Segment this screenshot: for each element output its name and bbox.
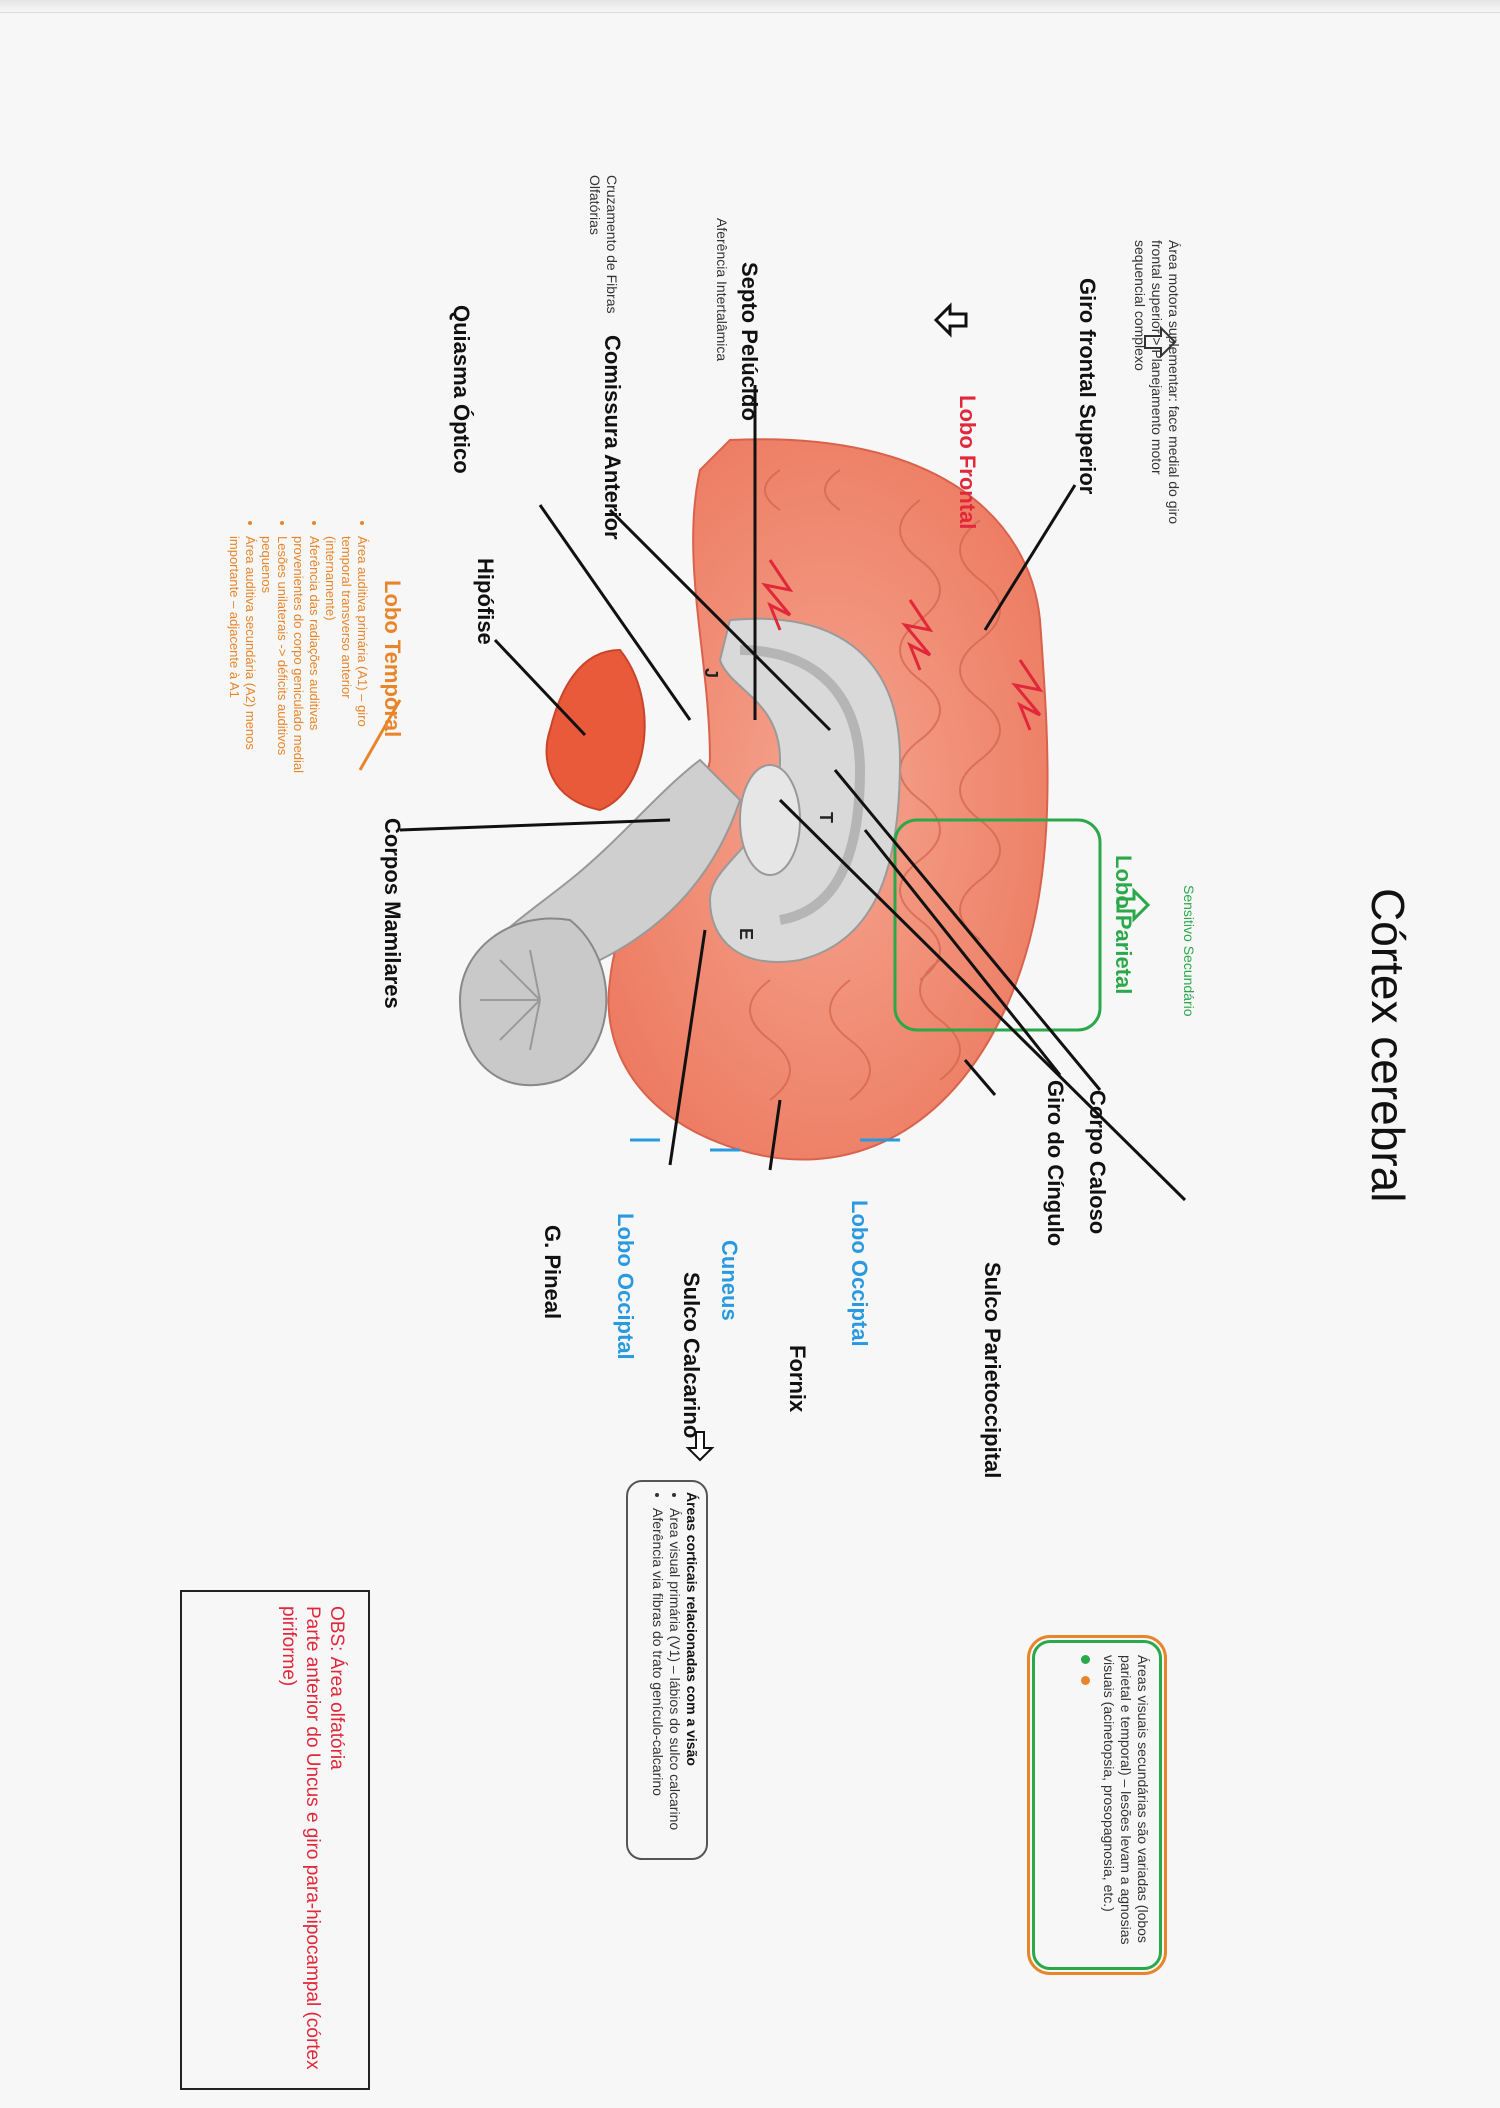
- cerebellum-shape: [458, 917, 608, 1087]
- label-sulco-calcarino: Sulco Calcarino: [679, 1272, 704, 1439]
- temporal-note: Área auditiva secundária (A2) menos impo…: [226, 536, 258, 780]
- thalamus-shape: [739, 764, 801, 876]
- sensory-secondary-note: Sensitivo Secundário: [1181, 885, 1197, 1017]
- temporal-note: Aferência das radiações auditivas proven…: [290, 536, 322, 780]
- label-lobo-occipital-lower: Lobo Occiptal: [613, 1213, 638, 1360]
- motor-area-note: Área motora suplementar: face medial do …: [1132, 240, 1182, 525]
- label-quiasma-optico: Quiasma Óptico: [449, 305, 474, 474]
- label-corpos-mamilares: Corpos Mamilares: [380, 818, 405, 1009]
- obs-line-1: OBS: Área olfatória: [326, 1606, 347, 1770]
- temporal-notes: Área auditiva primária (A1) – giro tempo…: [226, 520, 370, 780]
- letter-j: J: [701, 668, 721, 678]
- green-dot-icon: [1081, 1655, 1090, 1664]
- secondary-visual-text: Áreas visuais secundárias são variadas (…: [1101, 1655, 1151, 1945]
- arrow-left-icon: [1144, 325, 1177, 359]
- corpus-callosum-shape: [708, 617, 902, 963]
- visual-box-heading: Áreas corticais relacionadas com a visão: [684, 1492, 700, 1766]
- browser-top-bar: [0, 0, 1500, 13]
- label-hipofise: Hipófise: [473, 558, 498, 645]
- label-septo-pelucido: Septo Pelúcido: [737, 262, 762, 421]
- lightning-icon: [761, 559, 1044, 731]
- obs-line-2: Parte anterior do Uncus e giro para-hipo…: [278, 1606, 323, 2070]
- label-lobo-temporal: Lobo Temporal: [380, 580, 405, 738]
- arrow-right-icon: [933, 302, 968, 338]
- label-g-pineal: G. Pineal: [540, 1225, 565, 1320]
- temporal-lobe-shape: [545, 648, 646, 812]
- septum-afferent-note: Aferência Intertalâmica: [714, 218, 730, 362]
- label-giro-do-cingulo: Giro do Cíngulo: [1043, 1080, 1068, 1247]
- label-comissura-anterior: Comissura Anterior: [600, 335, 625, 540]
- arrow-right-icon-2: [685, 1431, 715, 1462]
- secondary-visual-box: Áreas visuais secundárias são variadas (…: [1030, 1627, 1164, 1983]
- temporal-note: Área auditiva primária (A1) – giro tempo…: [322, 536, 370, 780]
- visual-cortex-box: Áreas corticais relacionadas com a visão…: [626, 1480, 708, 1860]
- obs-box: OBS: Área olfatória Parte anterior do Un…: [180, 1590, 370, 2090]
- visual-box-item: Aferência via fibras do trato genículo-c…: [649, 1508, 666, 1848]
- letter-e: E: [736, 928, 756, 940]
- label-sulco-parietoccipital: Sulco Parietoccipital: [980, 1262, 1005, 1479]
- orange-dot-icon: [1081, 1675, 1090, 1685]
- visual-box-item: Área visual primária (V1) – lábios do su…: [666, 1508, 683, 1848]
- label-cuneus: Cuneus: [717, 1240, 742, 1321]
- parietal-highlight-box: [893, 818, 1102, 1032]
- label-corpo-caloso: Corpo Caloso: [1085, 1090, 1110, 1235]
- label-lobo-frontal: Lobo Frontal: [955, 395, 980, 530]
- letter-t: T: [816, 812, 836, 823]
- label-giro-frontal-superior: Giro frontal Superior: [1075, 278, 1100, 495]
- label-lobo-occipital-upper: Lobo Occiptal: [847, 1200, 872, 1347]
- arrow-up-icon: [1116, 887, 1151, 923]
- commissure-crossing-note: Cruzamento de Fibras Olfatórias: [587, 175, 620, 314]
- label-fornix: Fornix: [785, 1345, 810, 1413]
- temporal-note: Lesões unilaterais -> déficits auditivos…: [258, 536, 290, 780]
- label-lobo-parietal: Lobo Parietal: [1111, 855, 1136, 995]
